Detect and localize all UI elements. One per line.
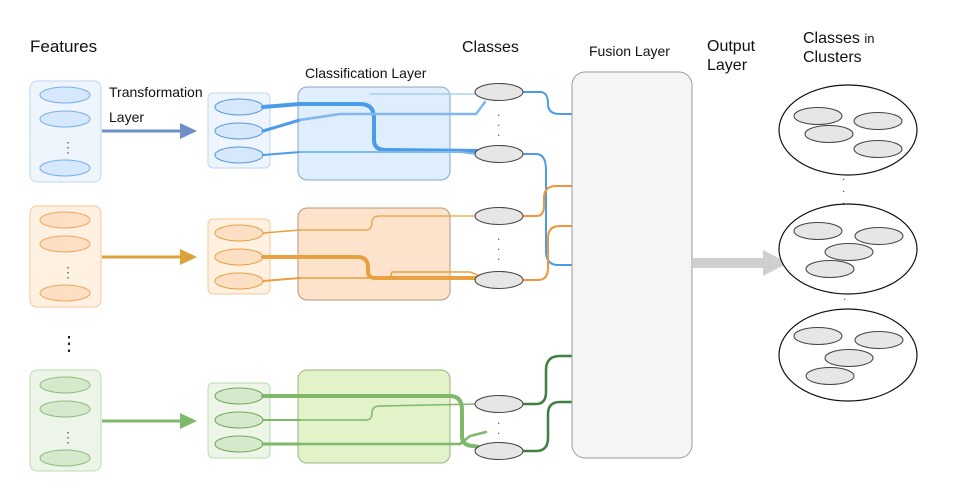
class-node (474, 207, 524, 225)
cluster-class-node (853, 112, 903, 130)
cluster-class-node (805, 367, 855, 385)
feature-node (39, 110, 91, 128)
classifier-box-orange (297, 207, 451, 301)
output-layer-label-line2: Layer (707, 57, 748, 74)
cluster-class-node (804, 125, 854, 143)
transformed-node (214, 248, 264, 266)
ellipsis-dot: . (497, 229, 500, 243)
transformation-arrow-blue (102, 123, 197, 139)
transformed-group-blue (207, 92, 271, 169)
output-layer-label-line1: Output (707, 38, 756, 55)
feature-group-orange: ⋮ (29, 205, 102, 308)
feature-node (39, 86, 91, 104)
class-node (474, 83, 524, 101)
cluster-class-node (824, 349, 874, 367)
ellipsis-dot: . (497, 423, 500, 437)
class-nodes-green: . . (474, 395, 524, 460)
class-node (474, 145, 524, 163)
feature-node (39, 449, 91, 467)
classes-label: Classes (462, 39, 519, 56)
features-label: Features (30, 37, 97, 56)
transformed-group-green (207, 382, 271, 459)
clusters-label-line1: Classes in (803, 30, 874, 47)
feature-node (39, 159, 91, 177)
ellipsis-dot: . (842, 193, 845, 207)
transformed-node (214, 387, 264, 405)
ellipsis-dot: . (497, 413, 500, 427)
feature-node (39, 211, 91, 229)
cluster-class-node (793, 107, 843, 125)
transformed-node (214, 98, 264, 116)
class-node (474, 395, 524, 413)
connections-blue (261, 91, 573, 266)
output-arrow (693, 250, 788, 276)
cluster-class-node (793, 222, 843, 240)
cluster-2 (778, 203, 918, 295)
transformation-label-line2: Layer (109, 109, 144, 125)
vertical-ellipsis: ⋮ (61, 429, 75, 445)
transformed-node (214, 435, 264, 453)
cluster-class-node (805, 260, 855, 278)
classifier-box-green (297, 369, 451, 464)
clusters-label-line2: Clusters (803, 49, 862, 66)
class-nodes-orange: . . . (474, 207, 524, 289)
cluster-1 (778, 84, 918, 176)
ellipsis-dot: . (497, 125, 500, 139)
ellipsis-dot: . (842, 169, 845, 183)
feature-group-blue: ⋮ (29, 80, 102, 183)
feature-node (39, 235, 91, 253)
cluster-class-node (824, 243, 874, 261)
cluster-class-node (854, 331, 904, 349)
transformed-node (214, 411, 264, 429)
transformed-group-orange (207, 218, 271, 295)
transformation-arrow-orange (102, 249, 197, 265)
cluster-class-node (853, 140, 903, 158)
ellipsis-dot: . (843, 300, 846, 314)
transformation-arrow-green (102, 413, 197, 429)
feature-node (39, 400, 91, 418)
transformed-node (214, 224, 264, 242)
fusion-layer-box (571, 71, 693, 459)
cluster-class-node (854, 227, 904, 245)
ellipsis-dot: . (842, 181, 845, 195)
transformed-node (214, 122, 264, 140)
ellipsis-dot: . (843, 289, 846, 303)
transformed-node (214, 146, 264, 164)
classification-layer-label: Classification Layer (305, 65, 427, 81)
connections-orange (261, 185, 573, 282)
feature-node (39, 284, 91, 302)
class-nodes-blue: . . . (474, 83, 524, 163)
ellipsis-dot: . (497, 249, 500, 263)
vertical-ellipsis: ⋮ (61, 264, 75, 280)
class-node (474, 442, 524, 460)
vertical-ellipsis-groups: ⋮ (59, 333, 79, 355)
cluster-class-node (793, 327, 843, 345)
ellipsis-dot: . (497, 239, 500, 253)
fusion-layer-label: Fusion Layer (589, 43, 670, 59)
cluster-3 (778, 308, 918, 402)
transformed-node (214, 272, 264, 290)
class-node (474, 271, 524, 289)
connections-green (261, 354, 574, 453)
feature-group-green: ⋮ (29, 369, 102, 472)
transformation-label-line1: Transformation (109, 84, 203, 100)
ellipsis-dot: . (497, 105, 500, 119)
feature-node (39, 376, 91, 394)
ellipsis-dot: . (497, 115, 500, 129)
vertical-ellipsis: ⋮ (61, 139, 75, 155)
